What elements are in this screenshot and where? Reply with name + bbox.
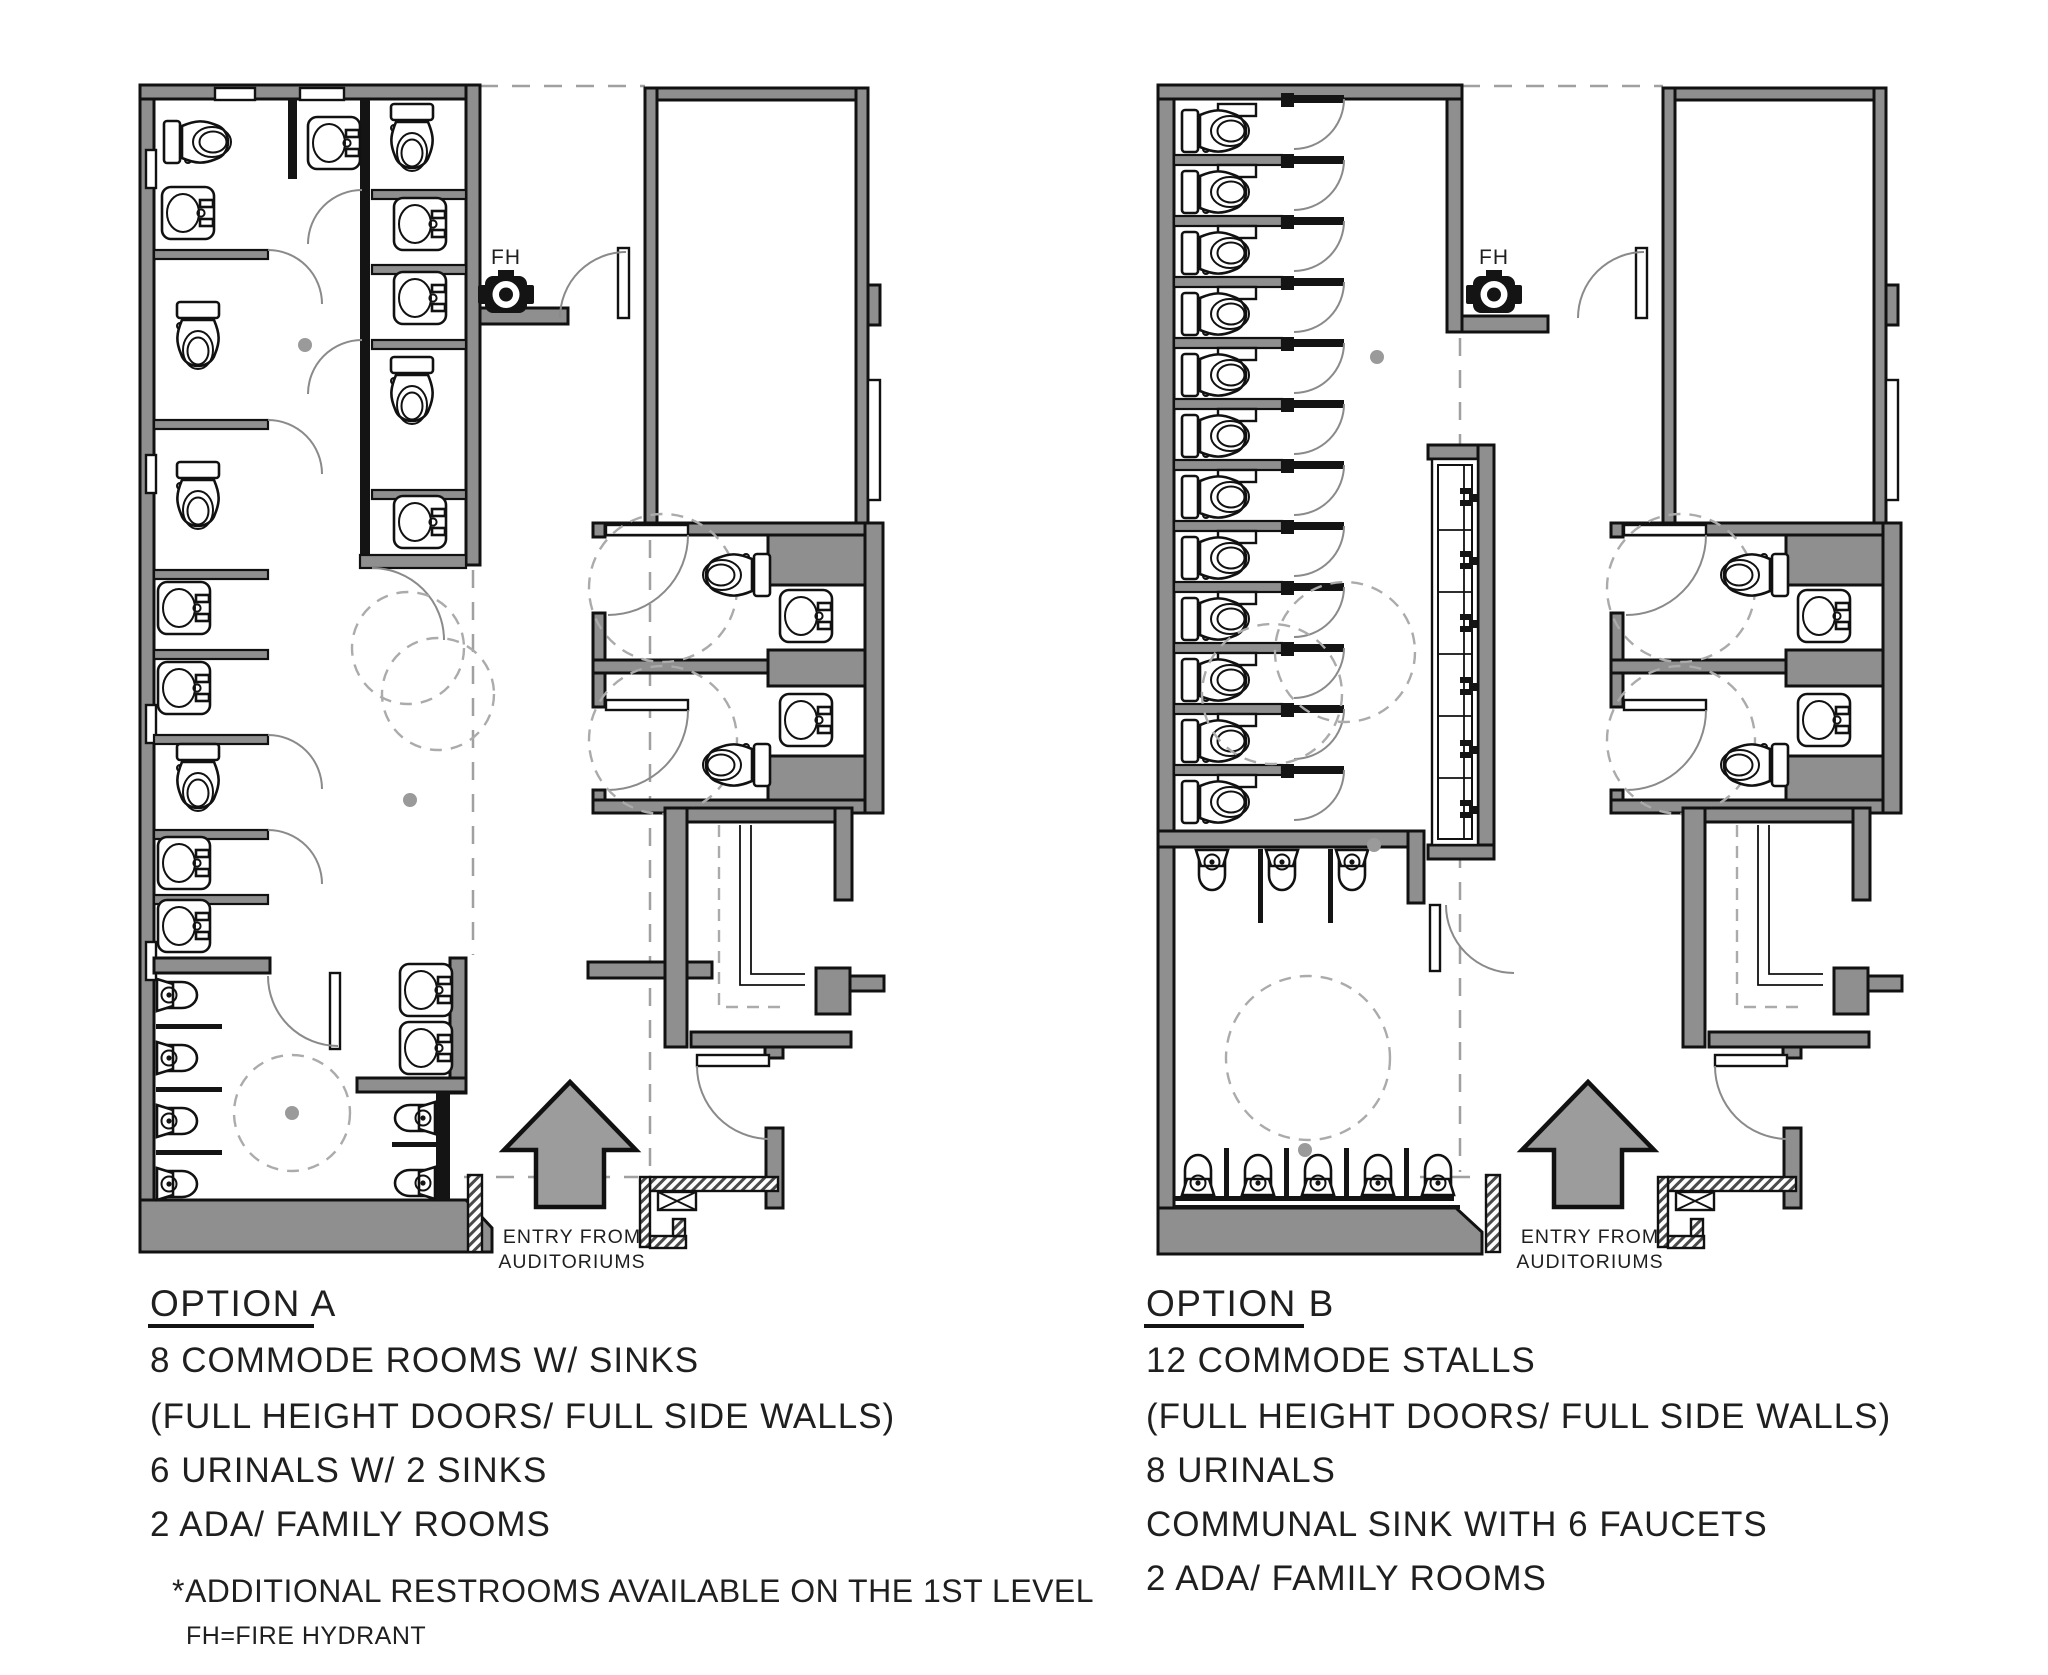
sink-icon (160, 185, 216, 241)
option-a-spec-2: (FULL HEIGHT DOORS/ FULL SIDE WALLS) (150, 1397, 895, 1436)
option-b-spec-1: 12 COMMODE STALLS (1146, 1341, 1536, 1380)
sink-icon (156, 660, 212, 716)
sink-icon (392, 494, 448, 550)
option-b-spec-4: COMMUNAL SINK WITH 6 FAUCETS (1146, 1505, 1768, 1544)
urinal-icon (1194, 848, 1230, 892)
entry-label-line2: AUDITORIUMS (1516, 1251, 1663, 1273)
toilet-icon (1180, 779, 1251, 825)
toilet-icon (389, 355, 435, 426)
option-a-fixtures (156, 102, 448, 954)
toilet-icon (175, 300, 221, 371)
urinal-icon (1300, 1153, 1336, 1197)
fh-label: FH (1479, 246, 1509, 269)
toilet-icon (1180, 169, 1251, 215)
entry-label-line2: AUDITORIUMS (498, 1251, 645, 1273)
option-b-commode-stalls (1172, 93, 1345, 825)
urinal-icon (155, 1166, 199, 1202)
option-b-clearances (1200, 350, 1417, 852)
toilet-icon (1180, 657, 1251, 703)
toilet-icon (1180, 596, 1251, 642)
sink-icon (156, 898, 212, 954)
toilet-icon (1180, 413, 1251, 459)
urinal-icon (393, 1165, 437, 1201)
sink-icon (398, 962, 454, 1018)
toilet-icon (1180, 474, 1251, 520)
urinal-icon (155, 977, 199, 1013)
entry-label-line1: ENTRY FROM (503, 1226, 641, 1248)
urinal-row-top (1194, 848, 1370, 923)
option-a-urinal-room (155, 956, 468, 1202)
option-a-spec-1: 8 COMMODE ROOMS W/ SINKS (150, 1341, 699, 1380)
option-a-clearances (298, 338, 496, 807)
option-b-spec-2: (FULL HEIGHT DOORS/ FULL SIDE WALLS) (1146, 1397, 1891, 1436)
urinal-icon (155, 1040, 199, 1076)
option-b-communal-sink (1426, 443, 1496, 861)
footnote-additional-restrooms: *ADDITIONAL RESTROOMS AVAILABLE ON THE 1… (172, 1573, 1094, 1609)
option-a-walls (138, 83, 714, 1254)
option-b-spec-3: 8 URINALS (1146, 1451, 1336, 1490)
toilet-icon (1180, 108, 1251, 154)
toilet-icon (1180, 230, 1251, 276)
urinal-icon (1360, 1153, 1396, 1197)
option-b-plan: FH ENTRY FROM AUDITORIUMS (1156, 83, 1902, 1273)
sink-icon (392, 270, 448, 326)
footnote-fh-legend: FH=FIRE HYDRANT (186, 1622, 426, 1650)
option-b-notes: OPTION B 12 COMMODE STALLS (FULL HEIGHT … (1144, 1283, 1891, 1598)
option-a-spec-4: 2 ADA/ FAMILY ROOMS (150, 1505, 551, 1544)
urinal-icon (1264, 848, 1300, 892)
option-b-urinal-area (1180, 848, 1515, 1197)
urinal-row-bottom (1180, 1148, 1456, 1197)
toilet-icon (1180, 291, 1251, 337)
option-b-right-side (1486, 88, 1902, 1252)
option-b-spec-5: 2 ADA/ FAMILY ROOMS (1146, 1559, 1547, 1598)
option-a-spec-3: 6 URINALS W/ 2 SINKS (150, 1451, 547, 1490)
option-a-right-side (468, 88, 884, 1252)
footnotes: *ADDITIONAL RESTROOMS AVAILABLE ON THE 1… (172, 1573, 1094, 1650)
toilet-icon (1180, 352, 1251, 398)
urinal-icon (1240, 1153, 1276, 1197)
toilet-icon (162, 119, 233, 165)
communal-sink-faucets (1438, 488, 1477, 818)
toilet-icon (389, 102, 435, 173)
urinal-icon (155, 1103, 199, 1139)
toilet-icon (1180, 718, 1251, 764)
sink-icon (156, 580, 212, 636)
fire-hydrant-icon (1466, 270, 1522, 313)
entry-label-line1: ENTRY FROM (1521, 1226, 1659, 1248)
option-b-walls (1156, 83, 1484, 1256)
option-a-title: OPTION A (150, 1283, 337, 1324)
option-b-fire-hydrant: FH (1460, 246, 1550, 334)
urinal-icon (1420, 1153, 1456, 1197)
option-a-doors (267, 189, 445, 885)
fire-hydrant-icon (478, 270, 534, 313)
sink-icon (306, 115, 362, 171)
toilet-icon (175, 460, 221, 531)
fh-label: FH (491, 246, 521, 269)
toilet-icon (175, 742, 221, 813)
sink-icon (156, 835, 212, 891)
urinal-icon (1334, 848, 1370, 892)
sink-icon (398, 1020, 454, 1076)
toilet-icon (1180, 535, 1251, 581)
option-a-notes: OPTION A 8 COMMODE ROOMS W/ SINKS (FULL … (148, 1283, 895, 1544)
option-b-title: OPTION B (1146, 1283, 1335, 1324)
option-a-plan: FH ENTRY FROM AUDITORIUMS (138, 83, 884, 1273)
option-a-fire-hydrant: FH (478, 246, 570, 326)
sink-icon (392, 196, 448, 252)
urinal-icon (393, 1100, 437, 1136)
urinal-icon (1180, 1153, 1216, 1197)
